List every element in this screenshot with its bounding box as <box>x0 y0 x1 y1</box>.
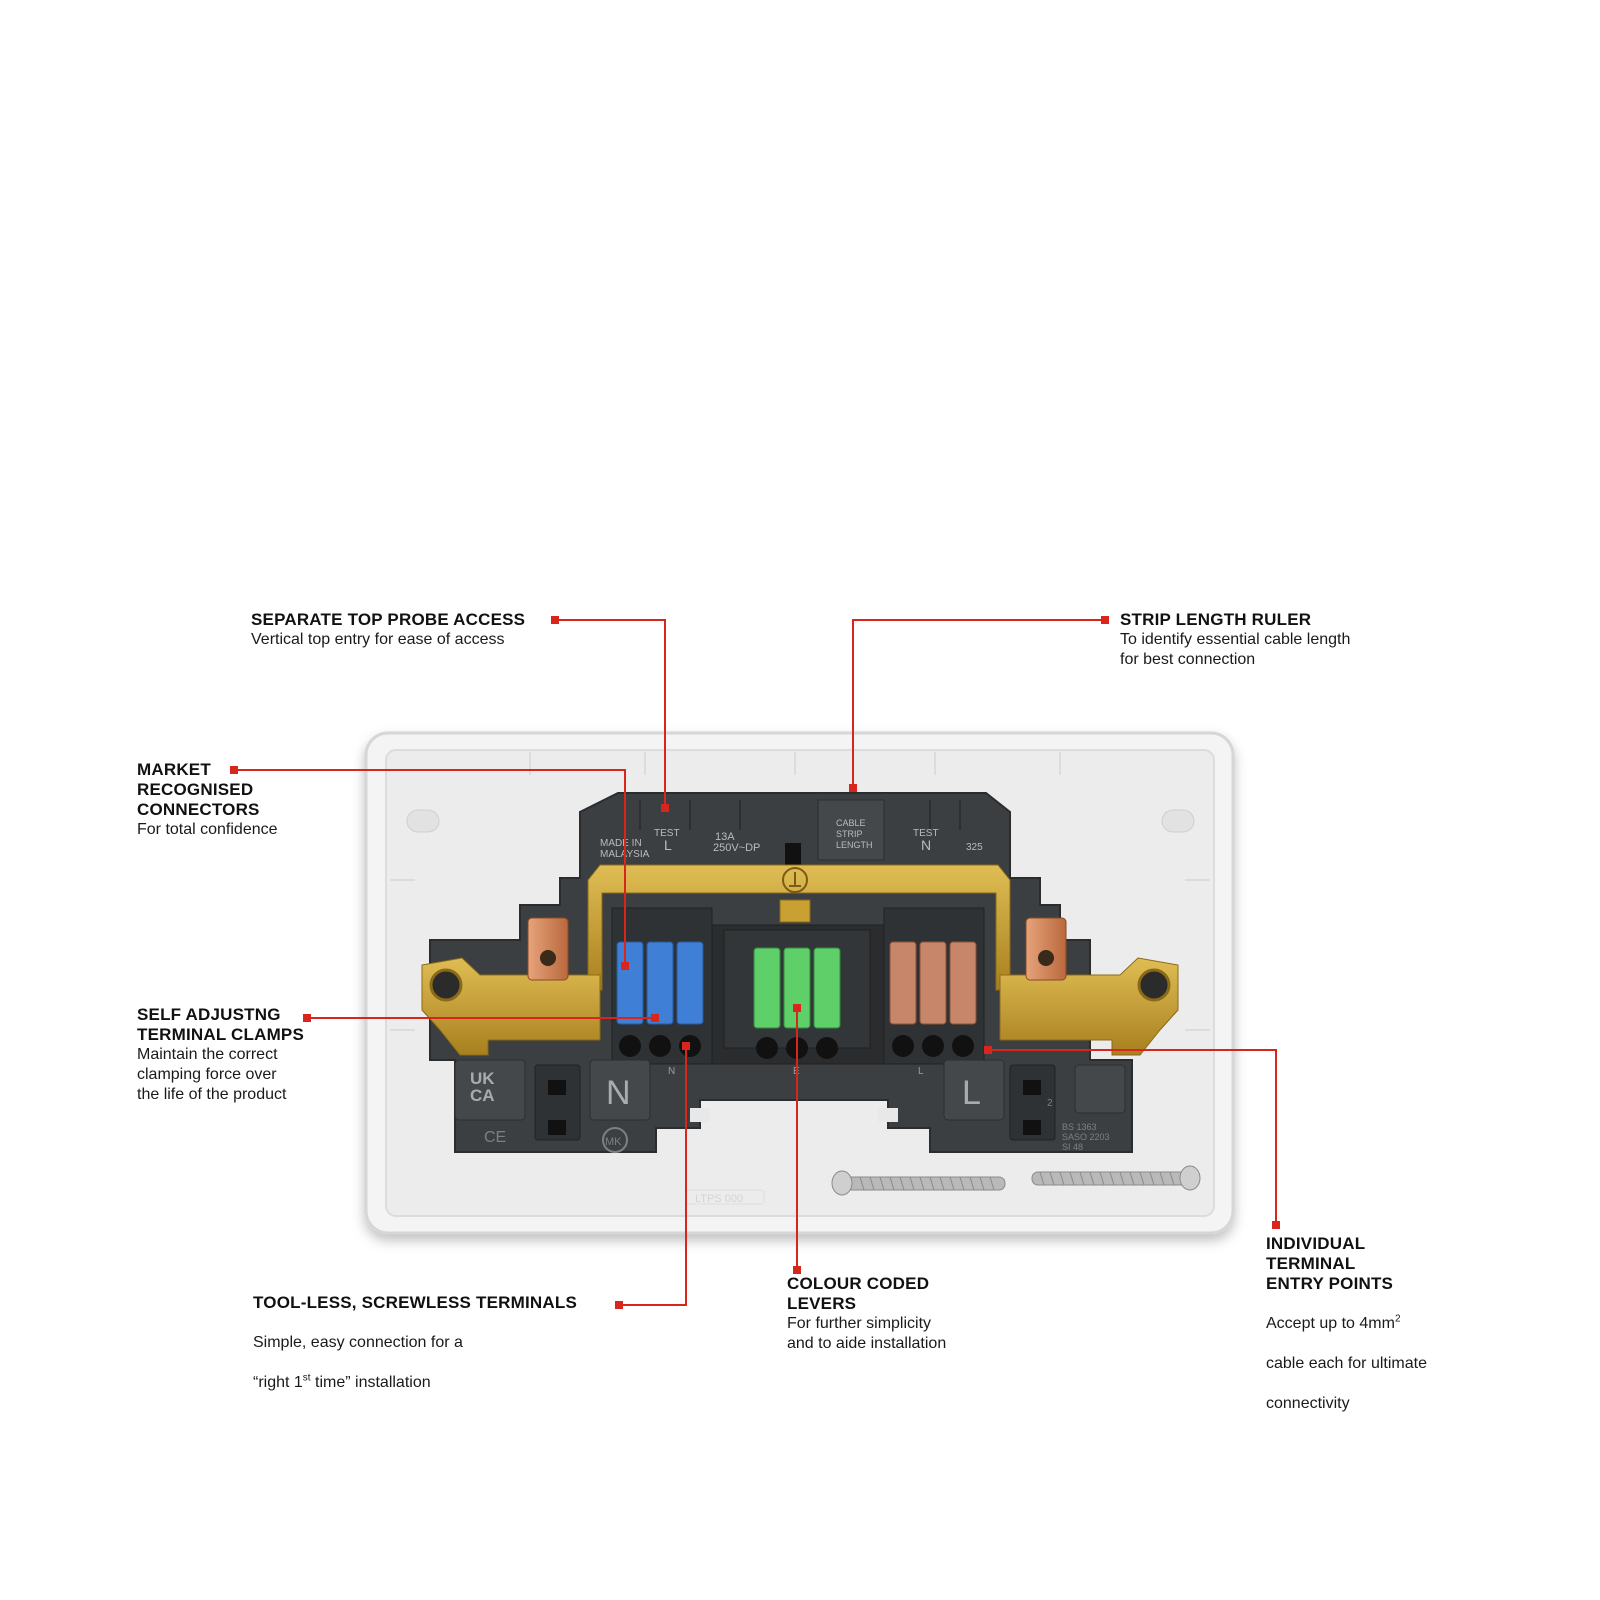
earth-lever[interactable] <box>813 947 841 1029</box>
neutral-lever[interactable] <box>616 941 644 1025</box>
callout-title: TOOL-LESS, SCREWLESS TERMINALS <box>253 1293 577 1312</box>
leader-lines <box>234 619 1277 1306</box>
callout-desc: Vertical top entry for ease of access <box>251 631 505 648</box>
neutral-lever[interactable] <box>676 941 704 1025</box>
callout-desc-line: Simple, easy connection for a <box>253 1334 463 1351</box>
plate-code-mark: LTPS 000 <box>695 1193 743 1205</box>
callout-desc-line: time” installation <box>310 1374 431 1391</box>
callout-toolless-terminals: TOOL-LESS, SCREWLESS TERMINALS Simple, e… <box>253 1293 577 1393</box>
callout-entry-points: INDIVIDUAL TERMINAL ENTRY POINTS Accept … <box>1266 1234 1427 1414</box>
callout-title: MARKET RECOGNISED CONNECTORS <box>137 760 260 819</box>
neutral-lever[interactable] <box>646 941 674 1025</box>
terminal-block-live <box>883 907 985 1065</box>
superscript: 2 <box>1394 1313 1401 1325</box>
callout-desc: To identify essential cable length for b… <box>1120 631 1351 668</box>
callout-title: SEPARATE TOP PROBE ACCESS <box>251 610 526 629</box>
mk-logo <box>602 1127 628 1153</box>
neutral-label: N <box>606 1074 631 1112</box>
callout-market-connectors: MARKET RECOGNISED CONNECTORS For total c… <box>137 760 278 840</box>
terminal-block-neutral <box>611 907 713 1065</box>
callout-desc-line: connectivity <box>1266 1395 1350 1412</box>
small-2-mark: 2 <box>1047 1098 1053 1109</box>
callout-title: STRIP LENGTH RULER <box>1120 610 1312 629</box>
fixing-screws <box>831 1165 1201 1196</box>
right-fixing-lug <box>999 917 1179 1056</box>
left-fixing-lug <box>421 917 601 1056</box>
callout-strip-length-ruler: STRIP LENGTH RULER To identify essential… <box>1120 610 1350 670</box>
callout-title: INDIVIDUAL TERMINAL ENTRY POINTS <box>1266 1234 1394 1293</box>
callout-desc: Accept up to 4mm2 cable each for ultimat… <box>1266 1294 1427 1414</box>
superscript: st <box>302 1372 311 1384</box>
callout-desc: Simple, easy connection for a “right 1st… <box>253 1313 577 1393</box>
callout-desc-line: “right 1 <box>253 1374 303 1391</box>
small-l-mark: L <box>918 1066 924 1077</box>
code-mark: 325 <box>966 842 983 853</box>
earth-lever[interactable] <box>753 947 781 1029</box>
earth-symbol-icon <box>782 867 808 893</box>
live-label: L <box>962 1074 981 1112</box>
small-n-mark: N <box>668 1066 675 1077</box>
callout-colour-coded-levers: COLOUR CODED LEVERS For further simplici… <box>787 1274 946 1354</box>
callout-desc-line: Accept up to 4mm <box>1266 1315 1395 1332</box>
callout-desc: For further simplicity and to aide insta… <box>787 1315 947 1352</box>
callout-title: SELF ADJUSTNG TERMINAL CLAMPS <box>137 1005 305 1044</box>
live-lever[interactable] <box>949 941 977 1025</box>
callout-self-adjusting-clamps: SELF ADJUSTNG TERMINAL CLAMPS Maintain t… <box>137 1005 304 1105</box>
mk-logo-text: MK <box>605 1136 622 1148</box>
callout-title: COLOUR CODED LEVERS <box>787 1274 930 1313</box>
ce-mark: CE <box>484 1129 506 1146</box>
callout-desc: Maintain the correct clamping force over… <box>137 1046 287 1103</box>
leader-markers <box>230 616 1280 1309</box>
live-lever[interactable] <box>889 941 917 1025</box>
live-lever[interactable] <box>919 941 947 1025</box>
callout-desc: For total confidence <box>137 821 278 838</box>
earth-bar <box>587 864 1011 991</box>
callout-desc-line: cable each for ultimate <box>1266 1355 1427 1372</box>
callout-top-probe-access: SEPARATE TOP PROBE ACCESS Vertical top e… <box>251 610 525 650</box>
